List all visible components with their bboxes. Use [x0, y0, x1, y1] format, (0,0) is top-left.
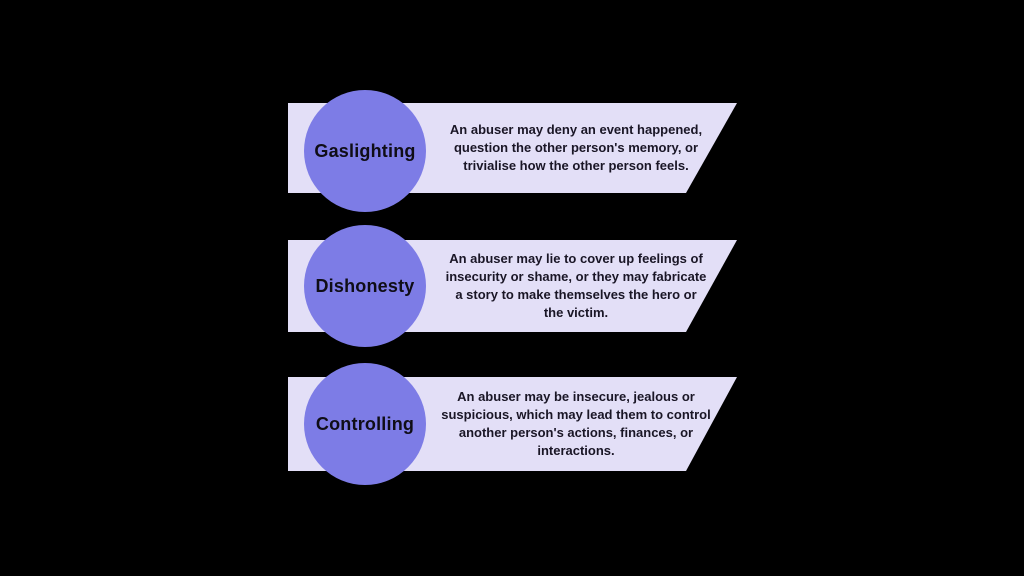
description-line: a story to make themselves the hero or: [455, 287, 697, 302]
description-line: trivialise how the other person feels.: [463, 158, 689, 173]
pattern-circle-controlling: Controlling: [304, 363, 426, 485]
description-text-controlling: An abuser may be insecure, jealous or su…: [436, 377, 716, 471]
description-line: interactions.: [537, 443, 615, 458]
pattern-circle-gaslighting: Gaslighting: [304, 90, 426, 212]
description-line: the victim.: [543, 305, 609, 320]
description-line: suspicious, which may lead them to contr…: [441, 407, 711, 422]
description-line: An abuser may lie to cover up feelings o…: [449, 251, 703, 266]
description-line: An abuser may be insecure, jealous or: [457, 389, 695, 404]
pattern-circle-dishonesty: Dishonesty: [304, 225, 426, 347]
description-line: An abuser may deny an event happened,: [449, 122, 703, 137]
pattern-label: Controlling: [315, 413, 415, 434]
description-text-dishonesty: An abuser may lie to cover up feelings o…: [436, 240, 716, 332]
pattern-label: Dishonesty: [315, 275, 415, 296]
pattern-label: Gaslighting: [314, 140, 416, 161]
description-text-gaslighting: An abuser may deny an event happened, qu…: [436, 103, 716, 193]
description-line: question the other person's memory, or: [453, 140, 699, 155]
description-line: insecurity or shame, or they may fabrica…: [445, 269, 707, 284]
description-line: another person's actions, finances, or: [458, 425, 694, 440]
